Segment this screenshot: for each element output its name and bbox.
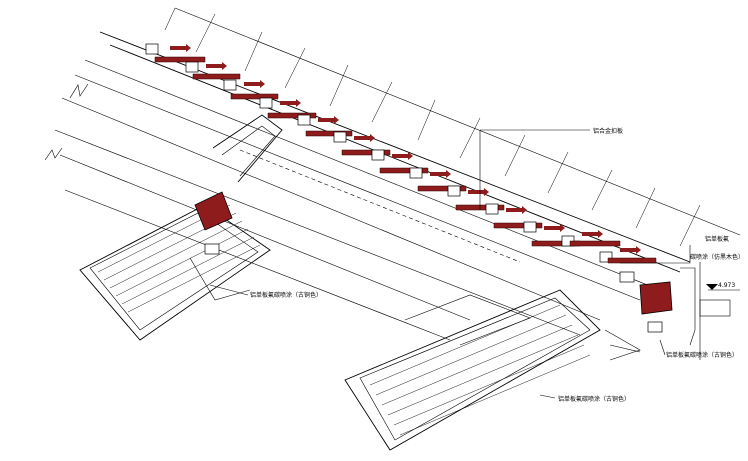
label-panel-bottom: 铝单板氟碳喷涂（古铜色） — [558, 395, 630, 403]
elevation-mark-text: 4.973 — [718, 282, 735, 289]
louver-blade — [145, 43, 206, 63]
steel-tube-left — [194, 191, 233, 231]
leaders — [209, 129, 691, 399]
label-aluminum-buckle: 铝合金扣板 — [593, 127, 623, 135]
louver-blade — [185, 61, 241, 80]
label-panel-right: 铝单板氟碳喷涂（古铜色） — [666, 351, 738, 359]
label-trim-top-right-2: 碳喷涂（仿黑木色） — [690, 253, 744, 261]
right-hatch — [369, 304, 591, 436]
louver-array — [145, 43, 657, 264]
label-panel-left: 铝单板氟碳喷涂（古铜色） — [250, 291, 322, 299]
louver-blade — [599, 246, 657, 264]
label-trim-top-right-1: 铝单板氟 — [705, 235, 729, 243]
right-beam-assembly — [344, 262, 701, 451]
louver-blade — [223, 79, 279, 100]
louver-blade — [561, 230, 621, 247]
elevation-marker: 4.973 — [699, 282, 740, 317]
left-beam-assembly — [79, 114, 283, 341]
steel-tube-right — [639, 281, 673, 315]
roof-grid — [44, 7, 741, 341]
left-hatch — [97, 204, 261, 313]
